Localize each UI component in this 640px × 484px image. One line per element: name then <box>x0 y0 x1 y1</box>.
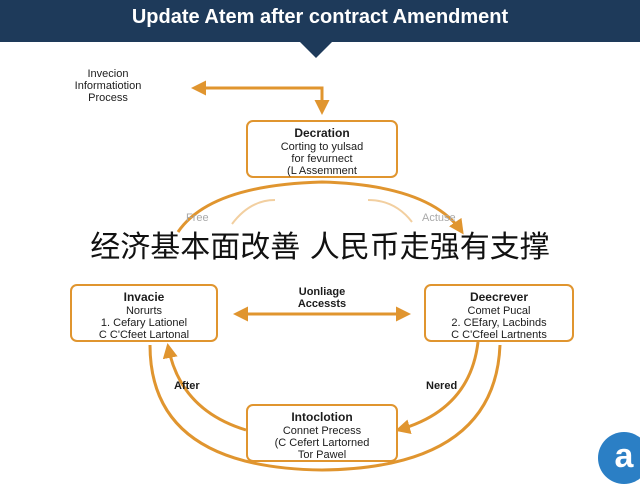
node-top: Decration Corting to yulsad for fevurnec… <box>246 120 398 178</box>
brand-logo-glyph: a <box>614 437 634 475</box>
node-left: Invacie Norurts 1. Cefary Lationel C C'C… <box>70 284 218 342</box>
page-title: Update Atem after contract Amendment <box>131 6 509 28</box>
arrow-inner-right-arc <box>367 199 413 223</box>
center-label: Uonliage Accessts <box>297 286 347 310</box>
label-nered: Nered <box>426 380 458 392</box>
start-block: Invecion Informatiotion Process <box>74 68 142 104</box>
node-bottom-title: Intoclotion <box>291 410 353 424</box>
label-free: Free <box>186 212 209 224</box>
arrow-bottom-to-left <box>162 343 247 432</box>
arrow-inner-left-arc <box>231 199 276 225</box>
node-right-title: Deecrever <box>469 290 529 304</box>
brand-logo-icon: a <box>598 432 640 484</box>
header-banner <box>0 0 640 42</box>
arrow-right-to-bottom <box>395 341 480 435</box>
label-actuse: Actuse <box>422 212 456 224</box>
arrow-start-to-top <box>191 80 330 115</box>
overlay-caption: 经济基本面改善 人民币走强有支撑 <box>90 230 550 265</box>
label-after: After <box>174 380 200 392</box>
arrow-upper-arc <box>176 180 464 235</box>
node-top-title: Decration <box>294 126 350 140</box>
node-right: Deecrever Comet Pucal 2. CEfary, Lacbind… <box>424 284 574 342</box>
node-bottom: Intoclotion Connet Precess (C Cefert Lar… <box>246 404 398 462</box>
node-left-title: Invacie <box>123 290 165 304</box>
arrow-outer-loop <box>148 344 502 472</box>
header-notch <box>300 42 332 58</box>
